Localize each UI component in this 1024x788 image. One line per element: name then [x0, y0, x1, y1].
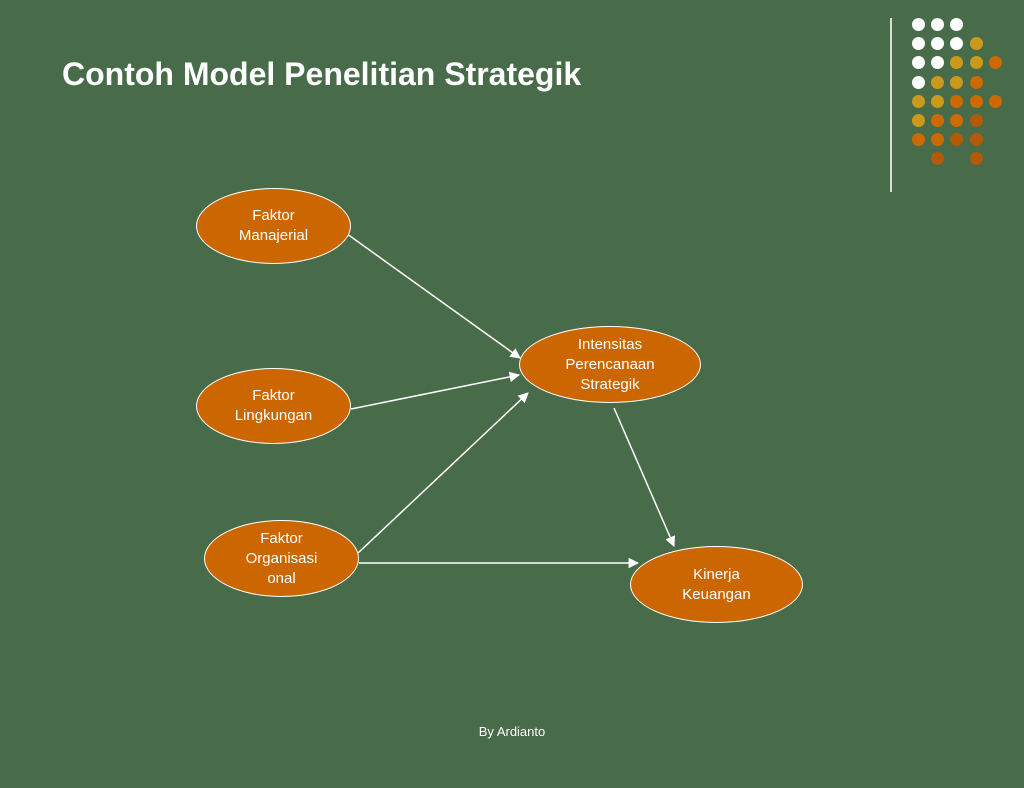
decorative-dot [950, 56, 964, 70]
node-label: Faktor Organisasi onal [245, 529, 318, 587]
node-label: Faktor Lingkungan [234, 387, 313, 424]
decorative-dot [931, 37, 945, 51]
slide-title: Contoh Model Penelitian Strategik [62, 56, 582, 92]
arrow-organisasional-to-intensitas [357, 392, 529, 554]
arrow-manajerial-to-intensitas [342, 230, 521, 359]
decorative-dot [931, 75, 945, 89]
decorative-dot [912, 75, 925, 89]
decorative-dot [931, 133, 945, 147]
decorative-dot [988, 56, 1002, 70]
decorative-dot [950, 133, 964, 147]
node-label: Intensitas Perencanaan Strategik [565, 335, 655, 393]
arrow-intensitas-to-kinerja [613, 407, 676, 547]
decorative-dot [969, 37, 983, 51]
decorative-dot [912, 133, 925, 147]
decorative-dot [950, 114, 964, 127]
arrow-lingkungan-to-intensitas [350, 371, 521, 410]
decorative-dot [969, 94, 983, 108]
decorative-dot [931, 94, 945, 108]
decorative-dot [969, 133, 983, 147]
decorative-dot [931, 18, 945, 31]
decorative-dot [912, 56, 925, 70]
decorative-dot [950, 37, 964, 51]
decorative-dot [931, 152, 945, 166]
decorative-dot [950, 94, 964, 108]
decorative-dot [950, 75, 964, 89]
decorative-dot [950, 18, 964, 31]
decorative-dot [969, 75, 983, 89]
decorative-dot [988, 94, 1002, 108]
decorative-dot [912, 37, 925, 51]
node-kinerja-keuangan: Kinerja Keuangan [630, 546, 803, 623]
decorative-dot [912, 114, 925, 127]
node-faktor-manajerial: Faktor Manajerial [196, 188, 351, 264]
decorative-vertical-line [890, 18, 892, 192]
node-label: Faktor Manajerial [238, 207, 309, 244]
decorative-dot [969, 152, 983, 166]
node-faktor-lingkungan: Faktor Lingkungan [196, 368, 351, 444]
decorative-dot [969, 56, 983, 70]
node-label: Kinerja Keuangan [682, 565, 751, 603]
decorative-dot [931, 114, 945, 127]
footer-author: By Ardianto [478, 724, 546, 739]
decorative-dot [912, 18, 925, 31]
decorative-dot [969, 114, 983, 127]
node-intensitas-perencanaan-strategik: Intensitas Perencanaan Strategik [519, 326, 701, 403]
decorative-dot [931, 56, 945, 70]
node-faktor-organisasional: Faktor Organisasi onal [204, 520, 359, 597]
decorative-dot [912, 94, 925, 108]
